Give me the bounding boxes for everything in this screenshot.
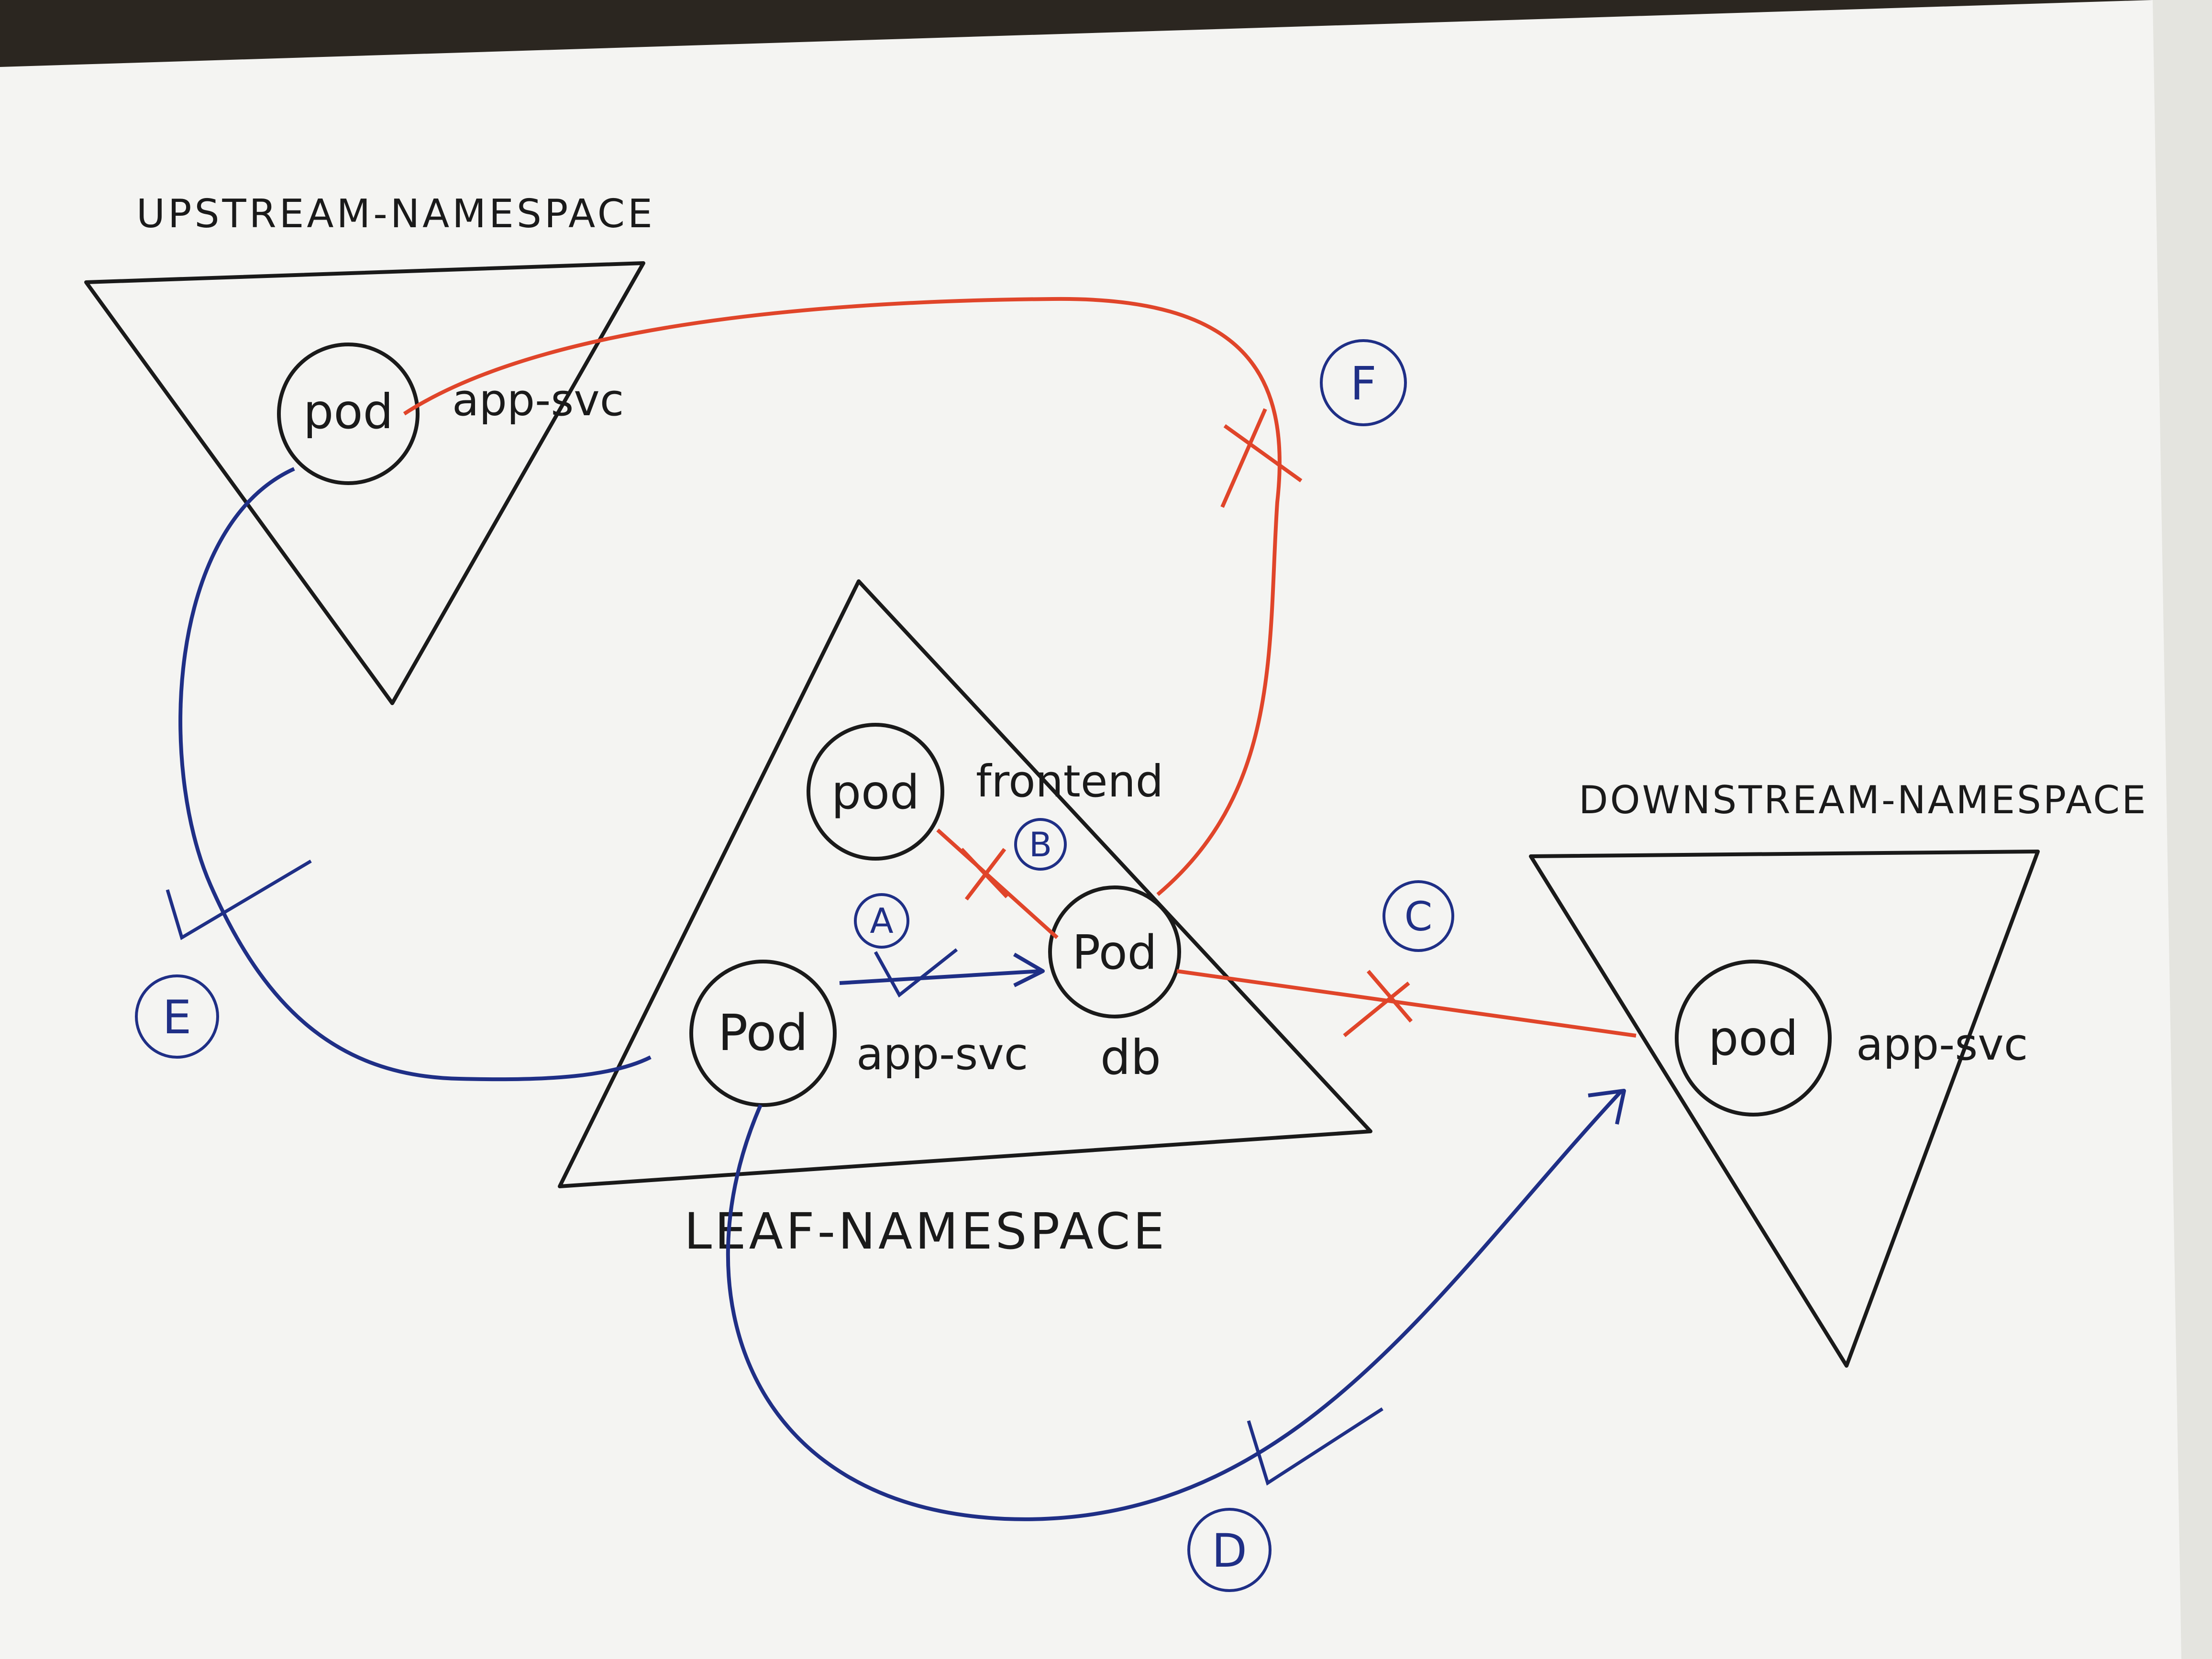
- connection-f: F: [403, 297, 1407, 896]
- leaf-app-pod-text: Pod: [718, 1004, 808, 1062]
- connection-a-letter: A: [870, 901, 893, 941]
- connection-b: B: [936, 818, 1067, 939]
- connection-d: D: [726, 1089, 1626, 1592]
- connection-f-letter: F: [1350, 357, 1376, 410]
- leaf-app-pod-circle: [689, 960, 837, 1107]
- connection-d-curve: [726, 1089, 1623, 1521]
- connection-e: E: [135, 467, 652, 1082]
- connection-b-cross: [960, 848, 1008, 901]
- upstream-namespace-title: UPSTREAM-NAMESPACE: [136, 191, 655, 237]
- upstream-namespace: UPSTREAM-NAMESPACE pod app-svc: [84, 191, 655, 705]
- connection-e-curve: [178, 467, 652, 1082]
- upstream-app-pod: pod: [277, 343, 420, 485]
- paper-shadow: [2153, 0, 2212, 1659]
- upstream-app-pod-label: app-svc: [452, 375, 624, 426]
- leaf-db-pod-text: Pod: [1072, 926, 1157, 980]
- connection-f-curve: [403, 297, 1282, 896]
- downstream-namespace: DOWNSTREAM-NAMESPACE pod app-svc: [1529, 778, 2148, 1368]
- leaf-namespace: LEAF-NAMESPACE pod frontend Pod app-svc …: [558, 579, 1372, 1261]
- leaf-db-pod-circle: [1048, 885, 1181, 1018]
- leaf-frontend-pod-circle: [807, 723, 944, 861]
- connection-b-badge: [1014, 818, 1067, 871]
- upstream-app-pod-text: pod: [303, 384, 393, 440]
- leaf-db-pod: Pod: [1048, 885, 1181, 1018]
- upstream-app-pod-circle: [277, 343, 420, 485]
- connection-b-line: [936, 829, 1059, 939]
- downstream-app-pod-label: app-svc: [1856, 1019, 2028, 1070]
- connection-c: C: [1176, 880, 1637, 1038]
- connection-d-badge: [1187, 1508, 1272, 1592]
- downstream-namespace-title: DOWNSTREAM-NAMESPACE: [1579, 778, 2148, 822]
- connection-a-arrowhead: [1013, 952, 1045, 987]
- downstream-app-pod: pod: [1675, 960, 1832, 1117]
- leaf-frontend-pod: pod: [807, 723, 944, 861]
- leaf-db-pod-label: db: [1100, 1029, 1161, 1085]
- leaf-app-pod: Pod: [689, 960, 837, 1107]
- connection-c-cross: [1343, 970, 1413, 1038]
- connection-c-line: [1176, 969, 1637, 1038]
- upstream-namespace-triangle: [84, 261, 645, 705]
- leaf-frontend-pod-text: pod: [831, 765, 919, 820]
- connection-f-badge: [1320, 339, 1407, 426]
- connection-a: A: [839, 893, 1045, 998]
- connection-a-arrow: [839, 969, 1041, 985]
- connection-a-check: [874, 948, 958, 998]
- connection-e-badge: [135, 974, 219, 1059]
- connection-d-letter: D: [1212, 1524, 1247, 1578]
- leaf-app-pod-label: app-svc: [856, 1029, 1028, 1080]
- connection-d-arrowhead: [1588, 1089, 1626, 1125]
- connection-d-check: [1247, 1407, 1383, 1486]
- downstream-app-pod-text: pod: [1708, 1010, 1798, 1066]
- leaf-namespace-title: LEAF-NAMESPACE: [684, 1202, 1167, 1261]
- connection-a-badge: [854, 893, 909, 949]
- connection-e-check: [166, 859, 312, 940]
- connection-c-letter: C: [1405, 893, 1433, 940]
- downstream-namespace-triangle: [1529, 850, 2040, 1368]
- leaf-namespace-triangle: [558, 579, 1372, 1188]
- leaf-frontend-pod-label: frontend: [976, 756, 1163, 807]
- connection-b-letter: B: [1029, 825, 1052, 864]
- connection-c-badge: [1382, 880, 1454, 952]
- connection-e-letter: E: [163, 991, 192, 1044]
- connection-f-cross: [1220, 408, 1303, 508]
- downstream-app-pod-circle: [1675, 960, 1832, 1117]
